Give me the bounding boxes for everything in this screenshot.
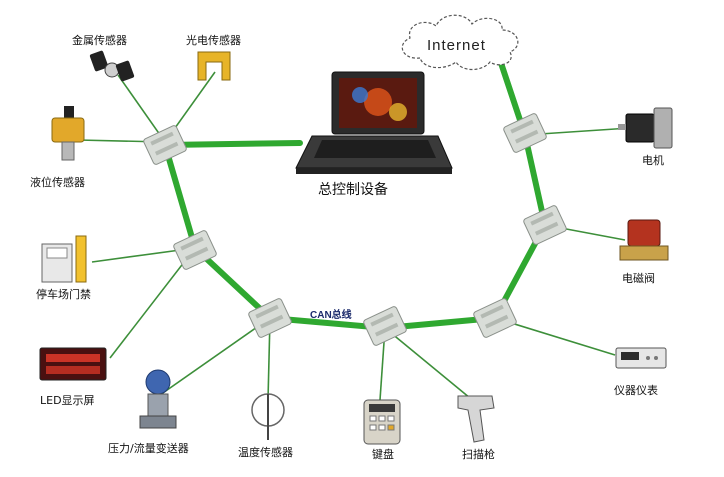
- wire-pressure: [159, 317, 271, 396]
- keyboard-label: 键盘: [372, 447, 394, 461]
- solenoid-valve-icon: [619, 219, 669, 261]
- wire-led-display: [109, 247, 196, 359]
- can-bus-label: CAN总线: [310, 308, 352, 321]
- motor-icon: [618, 107, 673, 149]
- keyboard-icon: [363, 399, 401, 445]
- led-display-icon: [39, 347, 107, 381]
- can-nodes: [143, 113, 567, 346]
- temperature-sensor-icon: [251, 393, 285, 440]
- can-node: [473, 298, 517, 338]
- metal-sensor-label: 金属传感器: [72, 33, 127, 47]
- can-node: [248, 298, 292, 338]
- internet-label: Internet: [427, 37, 486, 54]
- bus-segment-controller: [162, 140, 303, 148]
- motor-label: 电机: [642, 153, 664, 167]
- screen-art-3: [389, 103, 407, 121]
- controller-label: 总控制设备: [318, 181, 388, 198]
- wire-scanner: [384, 327, 471, 399]
- scanner-icon: [457, 395, 495, 443]
- photo-sensor-label: 光电传感器: [186, 33, 241, 47]
- can-node: [173, 230, 217, 270]
- laptop-keyboard: [314, 140, 436, 158]
- laptop-front: [296, 168, 452, 174]
- can-node: [503, 113, 547, 153]
- instrument-icon: [615, 347, 667, 369]
- can-node: [363, 306, 407, 346]
- photo-sensor-icon: [197, 51, 231, 81]
- temperature-sensor-label: 温度传感器: [238, 445, 293, 459]
- can-node: [143, 125, 187, 165]
- bus-segment-1: [162, 142, 198, 251]
- controller-laptop: 总控制设备: [295, 71, 453, 198]
- cloud-outline: [401, 14, 519, 71]
- internet-cloud: Internet: [401, 14, 519, 71]
- pressure-transmitter-icon: [139, 369, 177, 429]
- scanner-label: 扫描枪: [462, 447, 495, 461]
- bus-segment-6: [522, 132, 548, 228]
- instrument-label: 仪器仪表: [614, 383, 658, 397]
- solenoid-valve-label: 电磁阀: [622, 271, 655, 285]
- pressure-transmitter-label: 压力/流量变送器: [108, 441, 189, 455]
- parking-gate-icon: [41, 235, 87, 283]
- level-sensor-icon: [51, 106, 85, 161]
- can-node: [523, 205, 567, 245]
- metal-sensor-icon: [89, 50, 135, 82]
- parking-gate-label: 停车场门禁: [36, 287, 91, 301]
- led-display-label: LED显示屏: [40, 394, 95, 407]
- screen-art-2: [352, 87, 368, 103]
- screen-art-1: [364, 88, 392, 116]
- wire-metal-sensor: [117, 74, 166, 143]
- level-sensor-label: 液位传感器: [30, 175, 85, 189]
